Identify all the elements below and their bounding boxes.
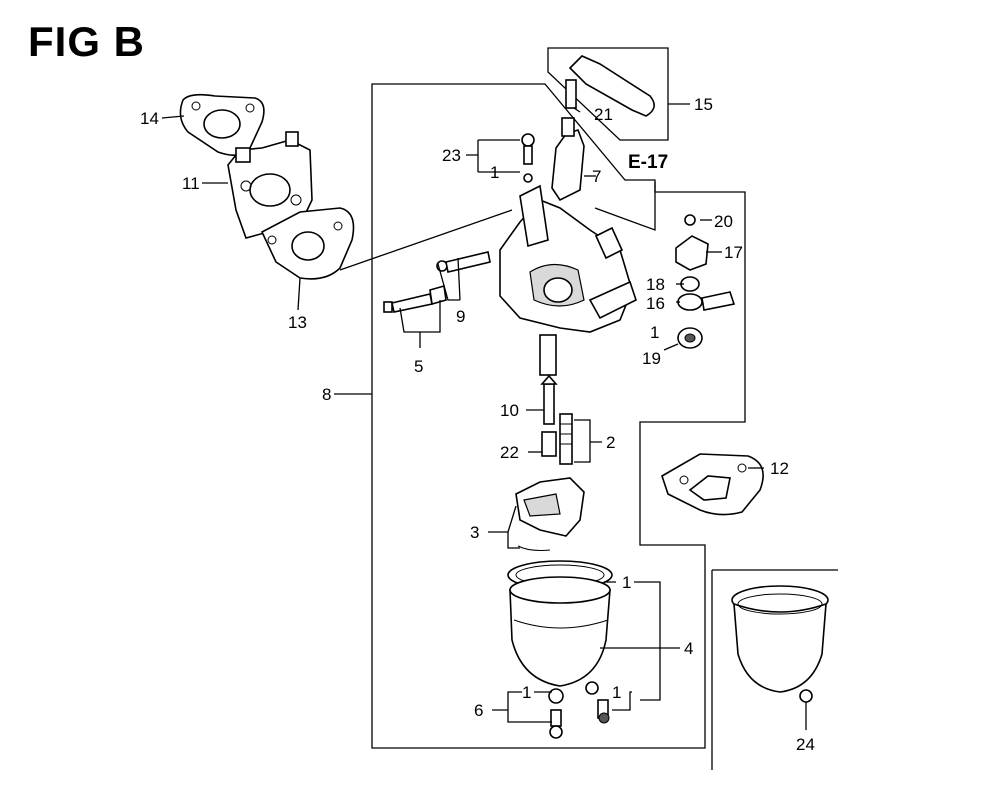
reference-e17: E-17 xyxy=(628,152,668,173)
callout-21: 21 xyxy=(594,105,613,124)
callout-23: 23 xyxy=(442,146,461,165)
callout-1-pump: 1 xyxy=(650,323,659,342)
callout-24: 24 xyxy=(796,735,815,754)
leader-lines xyxy=(161,103,807,730)
callout-1-drain: 1 xyxy=(522,683,531,702)
part-24-bowl xyxy=(731,585,829,703)
part-19-seal xyxy=(677,327,703,349)
part-2-valve xyxy=(559,413,573,465)
callout-18: 18 xyxy=(646,275,665,294)
carburetor-body xyxy=(499,184,637,376)
part-1-drain-washer xyxy=(585,681,610,724)
callout-3: 3 xyxy=(470,523,479,542)
callout-22: 22 xyxy=(500,443,519,462)
assembly-outline xyxy=(371,83,746,749)
callout-19: 19 xyxy=(642,349,661,368)
part-23-screw xyxy=(521,133,535,183)
callout-20: 20 xyxy=(714,212,733,231)
part-24-box xyxy=(711,569,838,770)
callout-13: 13 xyxy=(288,313,307,332)
callout-1-screw: 1 xyxy=(490,163,499,182)
part-11-insulator xyxy=(227,131,313,239)
part-17-cover xyxy=(675,235,709,271)
part-15-box xyxy=(547,47,669,141)
callout-2: 2 xyxy=(606,433,615,452)
callout-12: 12 xyxy=(770,459,789,478)
part-13-gasket xyxy=(260,207,355,280)
figure-title: FIG B xyxy=(28,18,145,65)
part-6-drain-screw xyxy=(548,688,564,739)
callout-8: 8 xyxy=(322,385,331,404)
callout-10: 10 xyxy=(500,401,519,420)
callout-4: 4 xyxy=(684,639,693,658)
part-14-gasket xyxy=(179,93,265,156)
part-10-jet xyxy=(540,374,558,425)
part-9-screw xyxy=(436,251,491,273)
callout-16: 16 xyxy=(646,294,665,313)
part-5-screw xyxy=(383,284,447,313)
part-3-float xyxy=(515,477,585,551)
reference-leader xyxy=(594,182,656,231)
part-16-diaphragm xyxy=(677,291,736,311)
callout-9: 9 xyxy=(456,307,465,326)
callout-7: 7 xyxy=(592,167,601,186)
part-20-screw xyxy=(684,214,696,226)
callout-1-washer: 1 xyxy=(612,683,621,702)
callout-5: 5 xyxy=(414,357,423,376)
part-22-jet xyxy=(541,431,557,457)
callout-11: 11 xyxy=(182,174,200,193)
callout-6: 6 xyxy=(474,701,483,720)
part-15-lever xyxy=(565,55,655,117)
callout-15: 15 xyxy=(694,95,713,114)
part-7-bracket xyxy=(551,117,585,202)
callout-14: 14 xyxy=(140,109,159,128)
callout-17: 17 xyxy=(724,243,743,262)
part-12-gasket xyxy=(661,453,764,516)
callout-1-bowl-gasket: 1 xyxy=(622,573,631,592)
part-4-float-bowl xyxy=(509,576,611,687)
